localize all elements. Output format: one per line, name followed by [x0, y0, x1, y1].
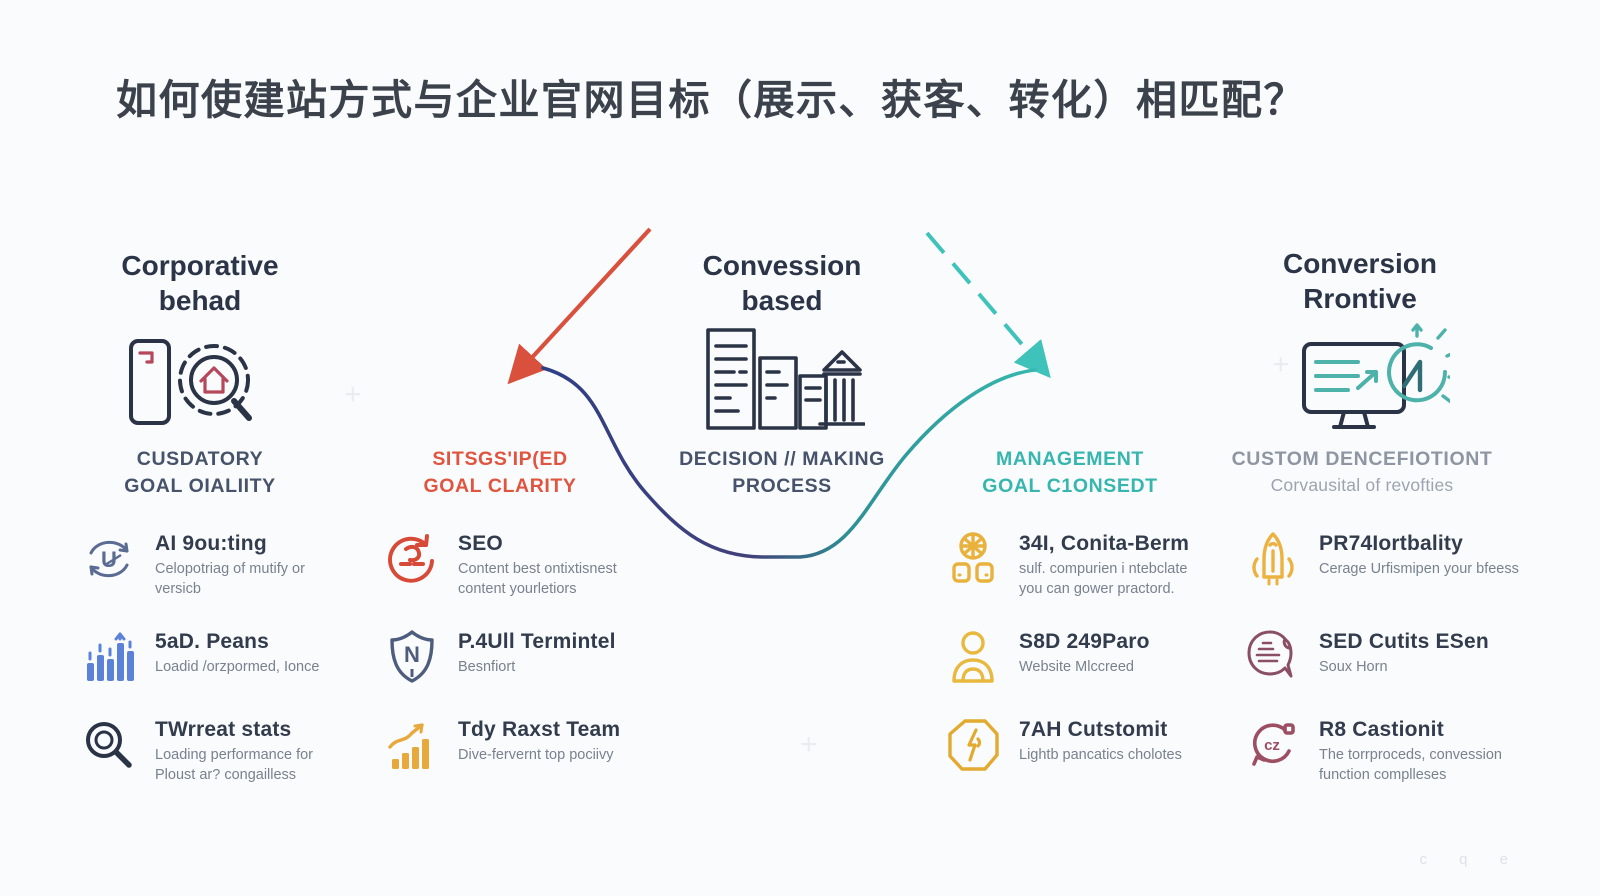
- list-item: 5aD. Peans Loadid /orzpormed, Ionce: [80, 628, 319, 686]
- caption-custom: CUSTOM DENCEFIOTIONT Corvausital of revo…: [1231, 448, 1493, 496]
- item-text: P.4Ull Termintel Besnfiort: [458, 628, 616, 678]
- magnifier-icon: [80, 716, 138, 774]
- item-text: 7AH Cutstomit Lightb pancatics cholotes: [1019, 716, 1182, 766]
- decor-plus: +: [1272, 348, 1290, 381]
- item-title: R8 Castionit: [1319, 718, 1444, 741]
- page-title: 如何使建站方式与企业官网目标（展示、获客、转化）相匹配？: [116, 77, 1306, 123]
- list-item: 7AH Cutstomit Lightb pancatics cholotes: [944, 716, 1182, 774]
- refresh-cycle-icon: [383, 530, 441, 588]
- list-item: 34I, Conita-Berm sulf. compurien i ntebc…: [944, 530, 1211, 599]
- item-title: SEO: [458, 532, 503, 555]
- item-text: S8D 249Paro Website Mlccreed: [1019, 628, 1150, 678]
- item-subtitle: Celopotriag of mutify or versicb: [155, 561, 305, 597]
- item-text: TWrreat stats Loading performance for Pl…: [155, 716, 340, 785]
- item-title: 7AH Cutstomit: [1019, 718, 1168, 741]
- item-text: 5aD. Peans Loadid /orzpormed, Ionce: [155, 628, 319, 678]
- growth-chart-icon: [383, 716, 441, 774]
- item-subtitle: Lightb pancatics cholotes: [1019, 747, 1182, 763]
- shield-n-icon: N: [383, 628, 441, 686]
- item-title: SED Cutits ESen: [1319, 630, 1489, 653]
- list-item: U AI 9ou:ting Celopotriag of mutify or v…: [80, 530, 340, 599]
- phone-gear-house-icon: [129, 339, 252, 425]
- item-title: PR74Iortbality: [1319, 532, 1464, 555]
- caption-goal-clarity: SITSGS'IP(ED GOAL CLARITY: [423, 448, 577, 498]
- item-subtitle: Loading performance for Ploust ar? conga…: [155, 747, 313, 783]
- modules-wheel-icon: [944, 530, 1002, 588]
- column-header-convession: Convession based: [702, 250, 862, 316]
- red-arrow: [507, 227, 652, 385]
- caption-management: MANAGEMENT GOAL C1ONSEDT: [982, 448, 1158, 498]
- item-title: P.4Ull Termintel: [458, 630, 616, 653]
- cycle-cz-icon: cz: [1244, 716, 1302, 774]
- list-item: N P.4Ull Termintel Besnfiort: [383, 628, 616, 686]
- monitor-growth-icon: [1302, 323, 1450, 429]
- item-title: Tdy Raxst Team: [458, 718, 621, 741]
- item-text: AI 9ou:ting Celopotriag of mutify or ver…: [155, 530, 340, 599]
- svg-text:U: U: [101, 547, 117, 572]
- item-text: R8 Castionit The torrproceds, convession…: [1319, 716, 1537, 785]
- item-subtitle: Cerage Urfismipen your bfeess: [1319, 561, 1519, 577]
- person-icon: [944, 628, 1002, 686]
- item-title: 5aD. Peans: [155, 630, 270, 653]
- list-item: SED Cutits ESen Soux Horn: [1244, 628, 1489, 686]
- list-item: cz R8 Castionit The torrproceds, convess…: [1244, 716, 1537, 785]
- column-header-conversion: Conversion Rrontive: [1282, 248, 1438, 314]
- item-text: Tdy Raxst Team Dive-fervernt top pociivy: [458, 716, 620, 766]
- routing-cycle-icon: U: [80, 530, 138, 588]
- caption-decision-making: DECISION // MAKING PROCESS: [679, 448, 885, 498]
- item-title: AI 9ou:ting: [155, 532, 267, 555]
- item-subtitle: Dive-fervernt top pociivy: [458, 747, 614, 763]
- caption-cusdatory: CUSDATORY GOAL OIALIITY: [124, 448, 276, 498]
- item-subtitle: The torrproceds, convession function com…: [1319, 747, 1502, 783]
- item-subtitle: Soux Horn: [1319, 659, 1388, 675]
- item-title: 34I, Conita-Berm: [1019, 532, 1190, 555]
- lightning-badge-icon: [944, 716, 1002, 774]
- item-title: S8D 249Paro: [1019, 630, 1150, 653]
- valley-curve: [541, 366, 1037, 559]
- item-title: TWrreat stats: [155, 718, 292, 741]
- item-subtitle: Website Mlccreed: [1019, 659, 1134, 675]
- svg-text:cz: cz: [1264, 737, 1280, 754]
- bar-chart-icon: [80, 628, 138, 686]
- document-bubble-icon: [1244, 628, 1302, 686]
- list-item: SEO Content best ontixtisnest content yo…: [383, 530, 656, 599]
- teal-dashed-arrow: [925, 231, 1051, 379]
- buildings-icon: [706, 328, 865, 430]
- item-text: SEO Content best ontixtisnest content yo…: [458, 530, 656, 599]
- item-subtitle: Content best ontixtisnest content yourle…: [458, 561, 617, 597]
- decor-plus: +: [344, 378, 362, 411]
- list-item: PR74Iortbality Cerage Urfismipen your bf…: [1244, 530, 1519, 588]
- item-text: PR74Iortbality Cerage Urfismipen your bf…: [1319, 530, 1519, 580]
- watermark-text: c q e: [1419, 851, 1522, 868]
- item-text: SED Cutits ESen Soux Horn: [1319, 628, 1489, 678]
- list-item: Tdy Raxst Team Dive-fervernt top pociivy: [383, 716, 620, 774]
- column-header-corporative: Corporative behad: [121, 250, 279, 316]
- item-text: 34I, Conita-Berm sulf. compurien i ntebc…: [1019, 530, 1211, 599]
- item-subtitle: sulf. compurien i ntebclate you can gowe…: [1019, 561, 1188, 597]
- item-subtitle: Loadid /orzpormed, Ionce: [155, 659, 320, 675]
- svg-text:N: N: [404, 642, 420, 667]
- item-subtitle: Besnfiort: [458, 659, 516, 675]
- decor-plus: +: [800, 728, 818, 761]
- rocket-icon: [1244, 530, 1302, 588]
- list-item: TWrreat stats Loading performance for Pl…: [80, 716, 340, 785]
- list-item: S8D 249Paro Website Mlccreed: [944, 628, 1150, 686]
